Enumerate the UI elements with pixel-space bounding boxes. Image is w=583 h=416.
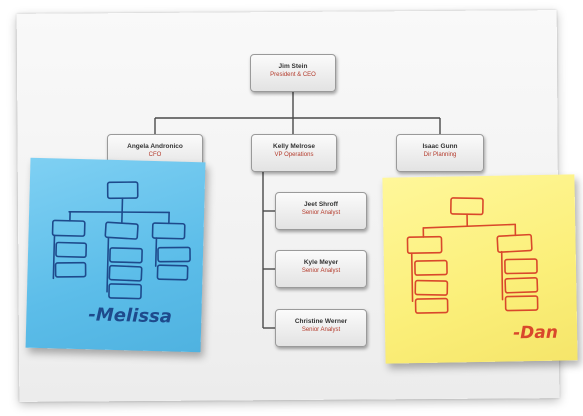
node-name: Kelly Melrose bbox=[273, 143, 315, 150]
signature-dan: -Dan bbox=[512, 322, 559, 344]
node-title: Senior Analyst bbox=[301, 268, 341, 274]
node-name: Jim Stein bbox=[278, 63, 308, 70]
org-node-root: Jim Stein President & CEO bbox=[250, 54, 336, 92]
node-title: Senior Analyst bbox=[301, 327, 341, 333]
sticky-note-yellow: -Dan bbox=[382, 174, 578, 364]
node-name: Isaac Gunn bbox=[422, 143, 458, 150]
org-node-dir-planning: Isaac Gunn Dir Planning bbox=[396, 134, 484, 172]
org-node-report: Kyle Meyer Senior Analyst bbox=[275, 250, 367, 288]
node-name: Angela Andronico bbox=[127, 143, 183, 150]
org-node-report: Christine Werner Senior Analyst bbox=[275, 309, 367, 347]
sticky-note-blue: -Melissa bbox=[25, 157, 206, 353]
hand-drawn-org-sketch bbox=[406, 197, 539, 314]
node-title: President & CEO bbox=[270, 72, 316, 78]
org-node-report: Jeet Shroff Senior Analyst bbox=[275, 192, 367, 230]
node-title: Dir Planning bbox=[423, 152, 457, 158]
node-title: CFO bbox=[148, 152, 162, 158]
node-title: Senior Analyst bbox=[301, 210, 341, 216]
org-node-vp-operations: Kelly Melrose VP Operations bbox=[251, 134, 337, 172]
node-name: Kyle Meyer bbox=[303, 259, 339, 266]
node-title: VP Operations bbox=[274, 152, 314, 158]
node-name: Christine Werner bbox=[294, 318, 348, 325]
node-name: Jeet Shroff bbox=[304, 201, 338, 208]
hand-drawn-org-sketch bbox=[51, 181, 191, 300]
signature-melissa: -Melissa bbox=[88, 304, 173, 328]
